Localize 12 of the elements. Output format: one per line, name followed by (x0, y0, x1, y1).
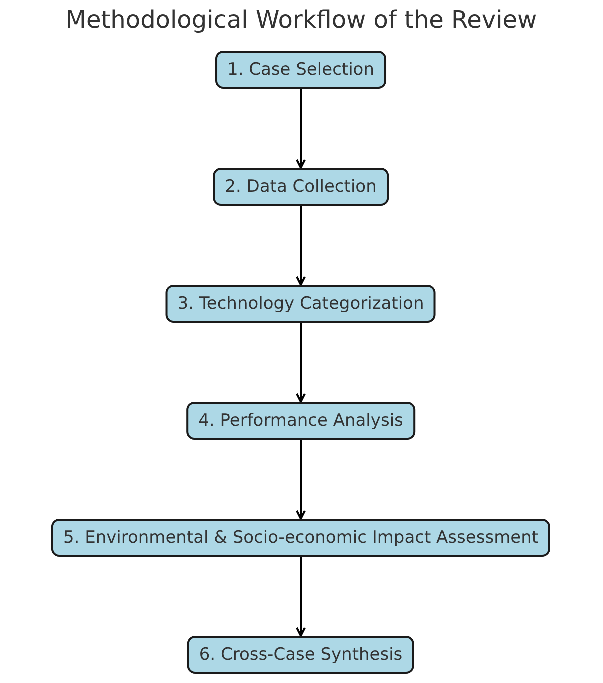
arrow (296, 440, 306, 520)
arrow (296, 323, 306, 403)
process-box: 5. Environmental & Socio-economic Impact Assessment (51, 519, 551, 557)
process-box: 2. Data Collection (213, 168, 389, 206)
arrow (296, 557, 306, 637)
arrow (296, 206, 306, 286)
process-box: 1. Case Selection (216, 51, 386, 89)
process-box: 3. Technology Categorization (166, 285, 436, 323)
diagram-title: Methodological Workflow of the Review (64, 6, 538, 34)
process-box: 4. Performance Analysis (186, 402, 416, 440)
process-box: 6. Cross-Case Synthesis (187, 636, 415, 674)
arrow (296, 89, 306, 169)
